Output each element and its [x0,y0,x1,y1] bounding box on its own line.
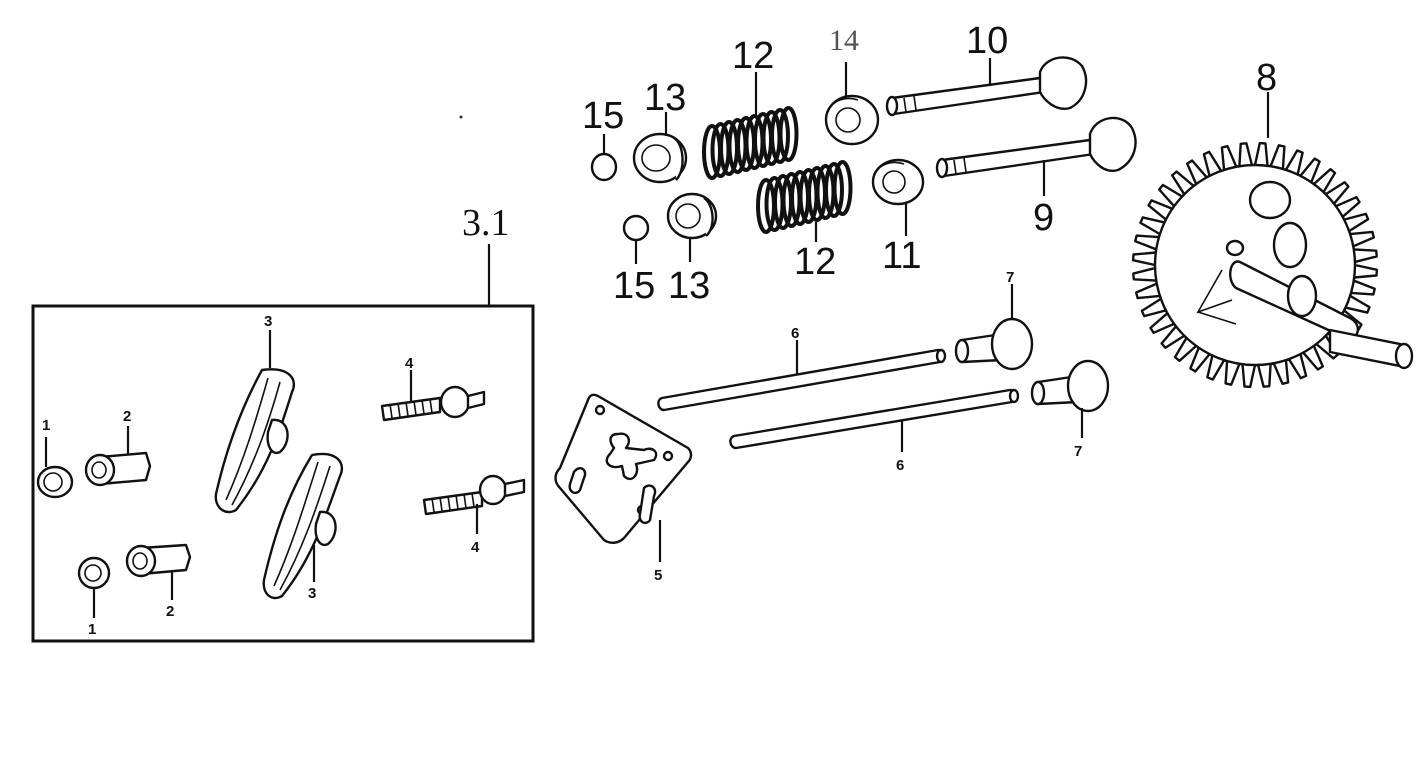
spring-retainer-icon [632,132,688,184]
callout-13-top: 13 [644,77,686,119]
rocker-arm-icon [262,452,344,600]
spring-coil [770,108,790,164]
rocker-assembly-group: 3.1 1 2 1 2 [31,202,535,643]
spring-retainer-icon [666,192,718,240]
callout-13-bottom: 13 [668,265,710,307]
callout-6-top: 6 [791,325,799,342]
guide-plate-icon [554,393,693,544]
push-rod-icon [657,348,947,412]
stud-bolt-icon [422,474,526,516]
valve-seal-icon [871,158,925,206]
callout-15-top: 15 [582,95,624,137]
spring-coil [824,162,844,218]
callout-7-top: 7 [1006,269,1014,286]
valve-cap-icon [622,214,650,242]
bushing-icon [125,543,192,578]
callout-3-top: 3 [264,313,272,330]
tappet-icon [1030,359,1110,413]
rocker-arm-icon [214,368,295,514]
valve-icon [885,56,1088,117]
speck-mark [459,115,463,119]
bushing-icon [84,451,152,487]
callout-3-bottom: 3 [308,585,316,602]
callout-14: 14 [829,24,859,57]
callout-5: 5 [654,567,662,584]
callout-1-top: 1 [42,417,50,434]
nut-icon [36,465,74,499]
stud-bolt-icon [380,385,486,422]
camshaft-gear-icon [1131,141,1414,389]
spring-coil [832,160,853,216]
valve-spring-icon [756,160,853,234]
valve-seal-icon [824,94,880,146]
valve-icon [935,116,1137,179]
group-frame [31,304,535,643]
callout-12-bottom: 12 [794,241,836,283]
spring-coil [778,106,799,162]
callout-15-bottom: 15 [613,265,655,307]
group-label: 3.1 [462,202,510,244]
callout-2-top: 2 [123,408,131,425]
callout-8: 8 [1256,57,1277,99]
callout-10: 10 [966,20,1008,62]
push-rod-icon [729,388,1020,450]
callout-9: 9 [1033,197,1054,239]
callout-4-top: 4 [405,355,414,372]
callout-1-bottom: 1 [88,621,96,638]
nut-icon [77,556,111,590]
callout-6-bottom: 6 [896,457,904,474]
callout-2-bottom: 2 [166,603,174,620]
callout-4-bottom: 4 [471,539,480,556]
callout-11: 11 [882,235,921,277]
callout-12-top: 12 [732,35,774,77]
valve-spring-icon [702,106,799,180]
callout-7-bottom: 7 [1074,443,1082,460]
tappet-icon [954,317,1034,371]
valve-cap-icon [590,152,618,182]
